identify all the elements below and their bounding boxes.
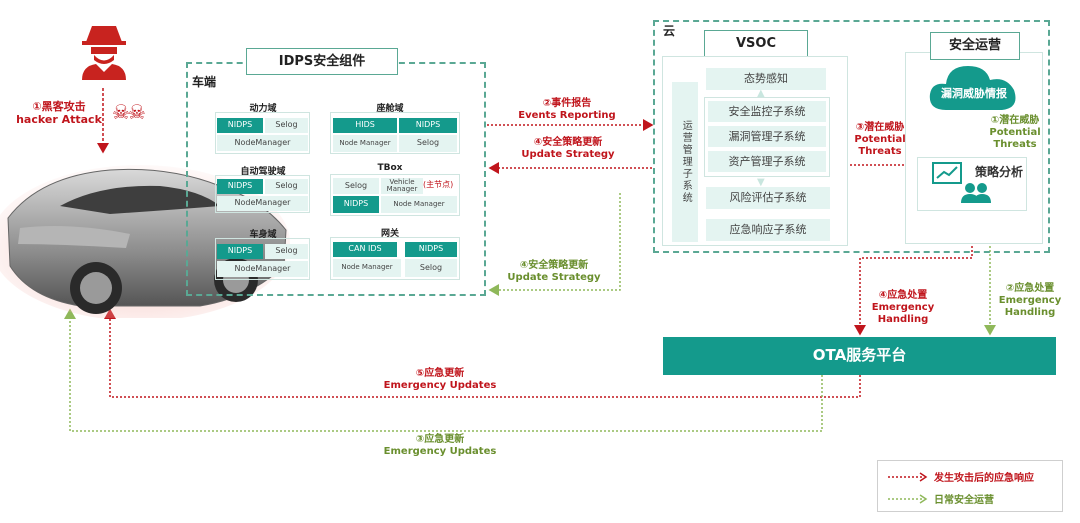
events-reporting-zh: ②事件报告 bbox=[542, 98, 592, 109]
emergency-handling-red-zh: ④应急处置 bbox=[878, 290, 928, 301]
ota-platform: OTA服务平台 bbox=[663, 337, 1056, 375]
vsoc-item: 应急响应子系统 bbox=[706, 219, 830, 241]
emergency-updates-red-en: Emergency Updates bbox=[383, 380, 497, 391]
domain-cell: NodeManager bbox=[217, 196, 308, 211]
domain-tbox bbox=[330, 174, 460, 216]
domain-cell: NIDPS bbox=[217, 244, 263, 259]
update-strategy-green-zh: ④安全策略更新 bbox=[519, 260, 589, 271]
vsoc-item: 资产管理子系统 bbox=[708, 151, 826, 172]
team-users-icon bbox=[960, 182, 992, 204]
domain-cell: HIDS bbox=[333, 118, 397, 133]
update-strategy-green-arrow bbox=[488, 193, 621, 296]
chevron-up-icon: ▲ bbox=[757, 88, 765, 99]
update-strategy-red-zh: ④安全策略更新 bbox=[533, 137, 603, 148]
domain-cell: NIDPS bbox=[399, 118, 457, 133]
emergency-updates-red-arrow bbox=[104, 308, 861, 398]
domain-cell: NIDPS bbox=[217, 118, 263, 133]
ops-title: 安全运营 bbox=[930, 32, 1020, 60]
attack-label-zh: ①黑客攻击 bbox=[32, 100, 86, 113]
domain-cell: NodeManager bbox=[217, 261, 308, 277]
legend-item-emergency: 发生攻击后的应急响应 bbox=[888, 469, 1034, 484]
domain-title: 座舱域 bbox=[376, 104, 404, 114]
vsoc-item: 风险评估子系统 bbox=[706, 187, 830, 209]
domain-cell: NodeManager bbox=[217, 135, 308, 151]
domain-powertrain bbox=[215, 112, 310, 154]
domain-gateway bbox=[330, 237, 460, 280]
cloud-label: 云 bbox=[663, 24, 676, 38]
domain-title: 车身域 bbox=[249, 230, 277, 240]
domain-title: TBox bbox=[377, 163, 403, 173]
domain-cell: Node Manager bbox=[381, 196, 457, 213]
vsoc-item: 漏洞管理子系统 bbox=[708, 126, 826, 147]
domain-cell: Selog bbox=[399, 135, 457, 152]
domain-title: 动力域 bbox=[249, 104, 277, 114]
emergency-handling-green-zh: ②应急处置 bbox=[1005, 283, 1055, 294]
cloud-container bbox=[653, 20, 1050, 253]
hacker-icon bbox=[78, 22, 130, 80]
domain-title: 自动驾驶域 bbox=[240, 167, 286, 177]
domain-cell: Selog bbox=[265, 244, 308, 259]
attack-label-en: hacker Attack bbox=[16, 113, 102, 127]
chart-trend-icon bbox=[932, 162, 962, 186]
domain-cell: Selog bbox=[265, 179, 308, 194]
update-strategy-red-en: Update Strategy bbox=[521, 149, 615, 160]
events-reporting-en: Events Reporting bbox=[518, 110, 616, 121]
domain-cell: Selog bbox=[265, 118, 308, 133]
emergency-updates-green-arrow bbox=[64, 308, 823, 432]
legend-label: 发生攻击后的应急响应 bbox=[934, 473, 1034, 484]
domain-title: 网关 bbox=[380, 229, 399, 239]
domain-cell: Node Manager bbox=[333, 135, 397, 152]
potential-threats-green-zh: ①潜在威胁 bbox=[990, 115, 1040, 126]
legend-label: 日常安全运营 bbox=[934, 495, 994, 506]
emergency-updates-green-zh: ③应急更新 bbox=[415, 434, 465, 445]
skull-crossbones-icon: ☠☠ bbox=[112, 100, 146, 124]
vsoc-item: 安全监控子系统 bbox=[708, 101, 826, 122]
domain-cell: CAN IDS bbox=[333, 242, 397, 257]
domain-body bbox=[215, 238, 310, 280]
domain-cell: NIDPS bbox=[333, 196, 379, 213]
legend: 发生攻击后的应急响应 日常安全运营 bbox=[877, 460, 1063, 512]
emergency-updates-green-en: Emergency Updates bbox=[383, 446, 497, 457]
domain-cockpit bbox=[330, 112, 460, 154]
potential-threats-red-en: Potential Threats bbox=[854, 134, 906, 157]
domain-cell: NIDPS bbox=[217, 179, 263, 194]
vsoc-item-situational-awareness: 态势感知 bbox=[706, 68, 826, 90]
potential-threats-green-en: Potential Threats bbox=[989, 127, 1041, 150]
emergency-handling-green-en: Emergency Handling bbox=[998, 295, 1062, 318]
potential-threats-red-zh: ③潜在威胁 bbox=[855, 122, 905, 133]
emergency-updates-red-zh: ⑤应急更新 bbox=[415, 368, 465, 379]
strategy-analysis-label: 策略分析 bbox=[975, 165, 1024, 179]
domain-cell: Selog bbox=[405, 259, 457, 277]
emergency-handling-red-en: Emergency Handling bbox=[871, 302, 935, 325]
domain-cell: Node Manager bbox=[333, 259, 401, 277]
update-strategy-green-en: Update Strategy bbox=[507, 272, 601, 283]
vsoc-title: VSOC bbox=[704, 30, 808, 58]
idps-title: IDPS安全组件 bbox=[246, 48, 398, 75]
vehicle-label: 车端 bbox=[192, 75, 217, 89]
legend-item-daily: 日常安全运营 bbox=[888, 491, 994, 506]
car-image bbox=[0, 148, 300, 321]
tbox-main-node-note: (主节点) bbox=[423, 180, 454, 189]
chevron-down-icon: ▼ bbox=[757, 177, 765, 188]
ops-mgmt-subsystem: 运营管理子系统 bbox=[672, 82, 698, 242]
threat-intel-cloud-icon bbox=[926, 60, 1022, 114]
vsoc-monitor-group bbox=[704, 97, 830, 177]
threat-intel-label: 漏洞威胁情报 bbox=[941, 87, 1007, 101]
domain-cell: NIDPS bbox=[405, 242, 457, 257]
domain-cell: Vehicle Manager bbox=[381, 178, 423, 194]
domain-cell: Selog bbox=[333, 178, 379, 194]
domain-autonomous bbox=[215, 175, 310, 213]
